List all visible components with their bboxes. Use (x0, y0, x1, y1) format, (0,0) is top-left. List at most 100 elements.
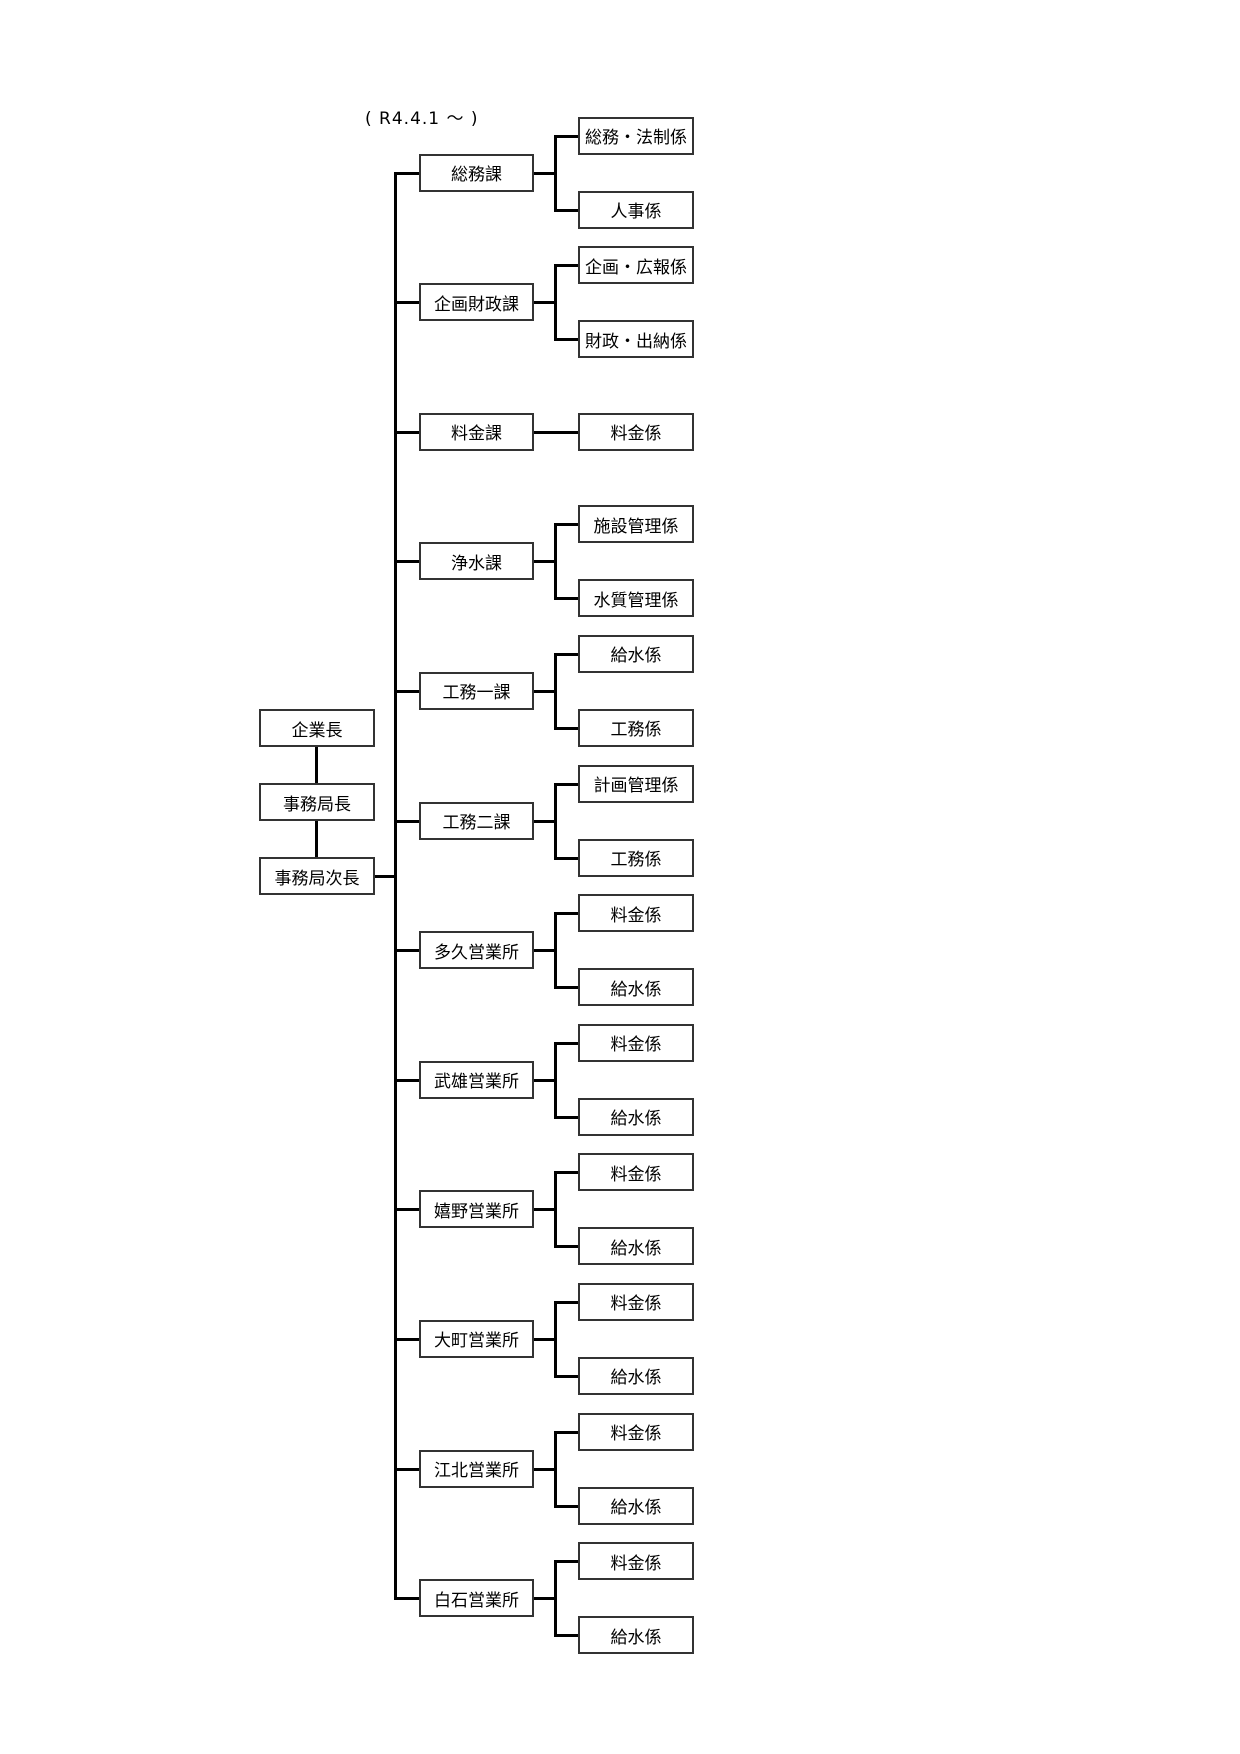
division-box: 大町営業所 (419, 1319, 534, 1358)
connector (554, 652, 557, 730)
section-box: 料金係 (578, 1023, 694, 1062)
section-box: 給水係 (578, 968, 694, 1007)
connector (554, 1171, 557, 1249)
connector (554, 1504, 579, 1508)
connector (534, 171, 556, 175)
section-box: 施設管理係 (578, 505, 694, 544)
connector (534, 819, 556, 823)
connector (394, 560, 420, 564)
section-box: 料金係 (578, 894, 694, 933)
section-box: 人事係 (578, 190, 694, 229)
connector (534, 560, 556, 564)
section-box: 給水係 (578, 1097, 694, 1136)
connector (394, 430, 420, 434)
connector (554, 338, 579, 342)
section-box: 給水係 (578, 634, 694, 673)
connector (394, 301, 420, 305)
exec-box-ceo: 企業長 (259, 709, 375, 747)
connector (554, 912, 557, 990)
connector (534, 430, 579, 434)
division-box: 企画財政課 (419, 283, 534, 322)
connector (534, 1597, 556, 1601)
connector (554, 782, 557, 860)
connector (394, 949, 420, 953)
connector (554, 523, 557, 601)
division-box: 江北営業所 (419, 1449, 534, 1488)
division-box: 総務課 (419, 153, 534, 192)
connector (534, 1467, 556, 1471)
connector (554, 134, 579, 138)
division-box: 武雄営業所 (419, 1060, 534, 1099)
division-box: 嬉野営業所 (419, 1190, 534, 1229)
connector (554, 1041, 557, 1119)
section-box: 給水係 (578, 1356, 694, 1395)
connector (554, 1245, 579, 1249)
connector (554, 1430, 557, 1508)
division-box: 工務二課 (419, 801, 534, 840)
section-box: 企画・広報係 (578, 246, 694, 285)
connector (394, 1078, 420, 1082)
connector (554, 1430, 579, 1434)
section-box: 計画管理係 (578, 764, 694, 803)
connector (394, 1467, 420, 1471)
connector (554, 1115, 579, 1119)
section-box: 工務係 (578, 708, 694, 747)
section-box: 料金係 (578, 1282, 694, 1321)
connector (375, 875, 396, 878)
connector (394, 1597, 420, 1601)
section-box: 給水係 (578, 1227, 694, 1266)
connector (554, 523, 579, 527)
connector (554, 912, 579, 916)
connector (554, 1560, 579, 1564)
connector (534, 1337, 556, 1341)
connector (554, 134, 557, 212)
section-box: 工務係 (578, 838, 694, 877)
division-box: 浄水課 (419, 542, 534, 581)
connector (554, 986, 579, 990)
section-box: 給水係 (578, 1486, 694, 1525)
connector (554, 1300, 557, 1378)
connector (394, 819, 420, 823)
exec-box-deputy: 事務局次長 (259, 857, 375, 895)
connector (554, 856, 579, 860)
section-box: 給水係 (578, 1616, 694, 1655)
trunk-line (394, 171, 397, 1601)
connector (534, 1208, 556, 1212)
connector (554, 1171, 579, 1175)
connector (534, 949, 556, 953)
connector (554, 1560, 557, 1638)
section-box: 総務・法制係 (578, 116, 694, 155)
connector (554, 208, 579, 212)
exec-box-director: 事務局長 (259, 783, 375, 821)
division-box: 白石営業所 (419, 1579, 534, 1618)
section-box: 財政・出納係 (578, 320, 694, 359)
division-box: 料金課 (419, 412, 534, 451)
division-box: 工務一課 (419, 671, 534, 710)
section-box: 料金係 (578, 1153, 694, 1192)
connector (554, 597, 579, 601)
connector (554, 1634, 579, 1638)
connector (394, 171, 420, 175)
connector (534, 301, 556, 305)
connector (554, 1041, 579, 1045)
section-box: 料金係 (578, 1412, 694, 1451)
section-box: 水質管理係 (578, 579, 694, 618)
connector (554, 726, 579, 730)
connector (554, 264, 557, 342)
effective-date: ( R4.4.1 ～ ) (365, 109, 479, 129)
section-box: 料金係 (578, 1542, 694, 1581)
connector (554, 264, 579, 268)
connector (394, 689, 420, 693)
connector (315, 821, 318, 857)
connector (534, 1078, 556, 1082)
connector (554, 652, 579, 656)
connector (554, 782, 579, 786)
connector (554, 1300, 579, 1304)
division-box: 多久営業所 (419, 931, 534, 970)
connector (554, 1374, 579, 1378)
connector (394, 1208, 420, 1212)
connector (534, 689, 556, 693)
connector (394, 1337, 420, 1341)
connector (315, 747, 318, 783)
